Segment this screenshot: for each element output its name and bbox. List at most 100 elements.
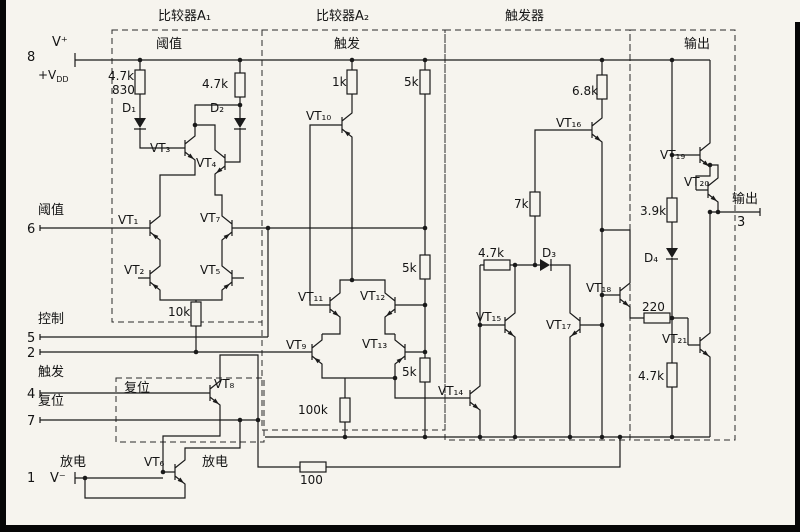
transistor-vt1 — [137, 209, 161, 247]
resistor-label-1k: 1k — [332, 75, 347, 89]
transistor-label-vt15: VT₁₅ — [476, 310, 501, 324]
transistor-label-vt9: VT₉ — [286, 338, 307, 352]
pin-number-5: 5 — [27, 331, 35, 346]
pin-label-vdd: +VDD — [38, 68, 69, 84]
transistor-label-vt4: VT₄ — [196, 156, 217, 170]
diode-label-d4: D₄ — [644, 251, 658, 265]
transistor-label-vt5: VT₅ — [200, 263, 221, 277]
pin-label-vplus: V⁺ — [52, 35, 68, 50]
resistor-3k9 — [666, 197, 678, 223]
pin-number-3: 3 — [737, 215, 745, 230]
label-output-top: 输出 — [684, 36, 710, 52]
transistor-label-vt1: VT₁ — [118, 213, 139, 227]
transistor-label-vt6: VT₆ — [144, 455, 165, 469]
resistor-label-7k: 7k — [514, 197, 529, 211]
labels: 比较器A₁ 比较器A₂ 触发器 阈值 触发 输出 复位 V⁺ 8 +VDD 阈值… — [27, 8, 758, 487]
pin-label-threshold: 阈值 — [38, 202, 64, 218]
reset-box — [115, 377, 265, 443]
resistor-4k7-830 — [134, 69, 146, 95]
resistor-100k — [339, 397, 351, 423]
diode-label-d2: D₂ — [210, 101, 224, 115]
resistor-4k7-d — [666, 362, 678, 388]
resistor-100 — [299, 461, 327, 473]
transistor-label-vt17: VT₁₇ — [546, 318, 571, 332]
label-reset-box: 复位 — [124, 381, 150, 396]
transistor-vt16 — [579, 111, 603, 149]
resistor-5k-a — [419, 69, 431, 95]
circuit-wires — [39, 53, 761, 499]
section-title-flip-flop: 触发器 — [505, 8, 544, 24]
reset-discharge-wires — [84, 354, 621, 499]
pin-label-control: 控制 — [38, 312, 64, 327]
diode-d2 — [233, 117, 247, 131]
transistor-vt21 — [687, 326, 711, 364]
transistor-label-vt19: VT₁₉ — [660, 148, 685, 162]
diode-d4 — [665, 247, 679, 261]
transistor-label-vt12: VT₁₂ — [360, 289, 385, 303]
junction-dots — [82, 57, 721, 481]
pin-number-2: 2 — [27, 346, 35, 361]
transistor-vt12 — [384, 286, 408, 324]
resistor-6k8 — [596, 74, 608, 100]
transistor-label-vt8: VT₈ — [214, 377, 235, 391]
transistor-label-vt14: VT₁₄ — [438, 384, 463, 398]
transistor-label-vt16: VT₁₆ — [556, 116, 581, 130]
diode-label-d3: D₃ — [542, 246, 556, 260]
label-trigger-top: 触发 — [334, 36, 360, 52]
resistor-label-6k8: 6.8k — [572, 84, 598, 98]
comparator-a1-wires — [139, 60, 241, 352]
transistor-vt5 — [221, 259, 245, 297]
resistor-label-10k: 10k — [168, 305, 190, 319]
transistor-vt6 — [162, 453, 186, 491]
resistor-label-220: 220 — [642, 300, 665, 314]
transistor-vt10 — [329, 106, 353, 144]
resistor-4k7-b — [234, 72, 246, 98]
label-threshold-top: 阈值 — [156, 36, 182, 52]
pin-number-6: 6 — [27, 222, 35, 237]
pin-number-7: 7 — [27, 414, 35, 429]
resistor-label-4k7-d: 4.7k — [638, 369, 664, 383]
transistor-label-vt3: VT₃ — [150, 141, 171, 155]
resistor-label-3k9: 3.9k — [640, 204, 666, 218]
vdd-sub: DD — [56, 75, 68, 84]
transistor-vt19 — [687, 136, 711, 174]
resistor-220 — [643, 312, 671, 324]
pin-label-vminus: V⁻ — [50, 471, 66, 486]
transistor-label-vt18: VT₁₈ — [586, 281, 611, 295]
resistor-5k-c — [419, 357, 431, 383]
diode-d3 — [539, 258, 552, 272]
flip-flop-wires — [394, 60, 689, 437]
section-title-comparator-a2: 比较器A₂ — [316, 9, 369, 24]
resistor-1k — [346, 69, 358, 95]
resistor-label-4k7-b: 4.7k — [202, 77, 228, 91]
transistor-label-vt7: VT₇ — [200, 211, 221, 225]
resistor-label-4k7-a: 4.7k — [108, 69, 134, 83]
resistor-10k — [190, 301, 202, 327]
output-stage-wires — [671, 60, 761, 437]
transistor-label-vt2: VT₂ — [124, 263, 145, 277]
comparator-a2-wires — [309, 60, 426, 437]
resistor-5k-b — [419, 254, 431, 280]
pin-number-4: 4 — [27, 387, 35, 402]
transistor-label-vt21: VT₂₁ — [662, 332, 687, 346]
transistor-vt17 — [569, 306, 593, 344]
transistor-label-vt11: VT₁₁ — [298, 290, 323, 304]
pin-label-discharge-left: 放电 — [60, 455, 86, 470]
diode-label-d1: D₁ — [122, 101, 136, 115]
resistor-label-4k7-c: 4.7k — [478, 246, 504, 260]
transistor-vt4 — [214, 143, 238, 181]
transistor-vt3 — [172, 129, 196, 167]
resistor-7k — [529, 191, 541, 217]
transistor-label-vt13: VT₁₃ — [362, 337, 387, 351]
transistor-vt7 — [221, 209, 245, 247]
vdd-main: +V — [38, 68, 57, 82]
resistor-label-100: 100 — [300, 473, 323, 487]
label-discharge-right: 放电 — [202, 455, 228, 470]
pin-label-output: 输出 — [732, 191, 758, 207]
pin-number-1: 1 — [27, 471, 35, 486]
resistor-label-5k-b: 5k — [402, 261, 417, 275]
resistor-4k7-c — [483, 259, 511, 271]
resistor-label-100k: 100k — [298, 403, 328, 417]
